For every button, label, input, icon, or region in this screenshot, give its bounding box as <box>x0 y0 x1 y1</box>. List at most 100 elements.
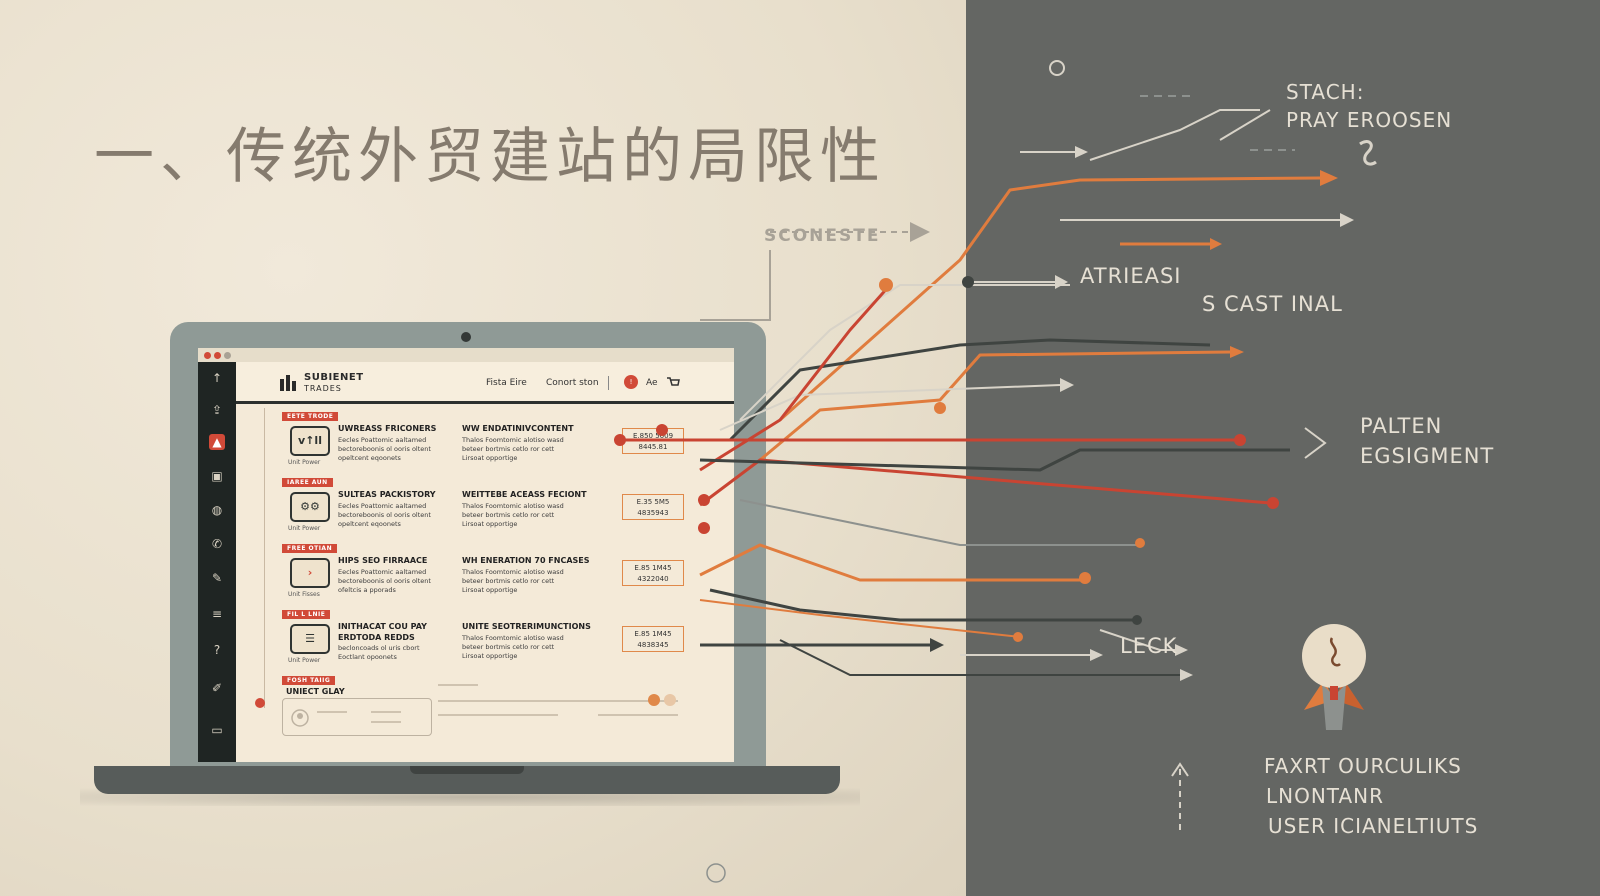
site-header: SUBIENET TRADES Fista Eire Conort ston !… <box>236 362 734 404</box>
flow-line-dark <box>728 338 1211 442</box>
row-heading-right[interactable]: WH ENERATION 70 FNCASES <box>462 556 590 565</box>
folder-icon[interactable]: ▭ <box>211 723 223 737</box>
row-text-right: beteer bortmis cetlo ror cett <box>462 445 555 453</box>
arrow-head-icon <box>1210 238 1222 250</box>
flow-line-light <box>1089 109 1260 161</box>
progress-handle[interactable] <box>648 694 660 706</box>
arrow-head-icon <box>1171 762 1189 777</box>
list-item[interactable]: FREE OTIAN › Unit Fisses HIPS SEO FIRRAA… <box>282 544 732 608</box>
value-line-1: E.85 1M45 <box>634 630 672 638</box>
list-item[interactable]: IAREE AUN ⚙⚙ Unit Power SULTEAS PACKISTO… <box>282 478 732 542</box>
list-item[interactable]: EETE TRODE v↑ll Unit Power UWREASS FRICO… <box>282 412 732 476</box>
list-item[interactable]: FOSH TAIIG UNIECT GLAY <box>282 676 732 696</box>
notification-badge[interactable]: ! <box>624 375 638 389</box>
brand-logo-icon[interactable] <box>280 375 300 391</box>
arrow-head-icon <box>1060 378 1074 392</box>
window-minimize-dot[interactable] <box>214 352 221 359</box>
row-text-left: bectoreboonis ol ooris oltent <box>338 511 431 519</box>
cart-icon[interactable] <box>666 376 680 388</box>
row-text-left: Eecles Poattomic aaltamed <box>338 502 427 510</box>
laptop-screen: ↑ ⇪ ▲ ▣ ◍ ✆ ✎ ≡ ? ✐ ▭ SUBIENET TRADES Fi… <box>198 348 734 762</box>
arrow-head-icon <box>1075 146 1088 158</box>
thumb-caption: Unit Fisses <box>288 591 320 598</box>
globe-icon[interactable]: ◍ <box>211 503 223 517</box>
flow-line-red <box>699 458 1271 507</box>
node-dot <box>1234 434 1246 446</box>
progress-track[interactable] <box>438 700 678 702</box>
label-pray-eroosen: PRAY EROOSEN <box>1286 108 1453 132</box>
row-text-left: opeltcent eqoonets <box>338 454 401 462</box>
list-icon[interactable]: ≡ <box>211 607 223 621</box>
help-icon[interactable]: ? <box>213 643 221 657</box>
swirl-icon <box>1359 140 1377 166</box>
upload-icon[interactable]: ⇪ <box>211 403 223 417</box>
book-thumbnail-icon: ☰ <box>290 624 330 654</box>
pen-icon[interactable]: ✎ <box>211 571 223 585</box>
row-heading-left-2[interactable]: ERDTODA REDDS <box>338 633 415 642</box>
node-dot <box>962 276 974 288</box>
placeholder-line <box>371 721 401 723</box>
value-line-2: 4322040 <box>637 575 669 583</box>
placeholder-line <box>598 714 678 716</box>
flow-line-orange <box>779 176 1321 422</box>
row-text-right: Lirsoat opportige <box>462 652 518 660</box>
brand-subtitle: TRADES <box>304 384 342 393</box>
node-dot <box>1132 615 1142 625</box>
flow-line-dark <box>709 588 1140 622</box>
gears-thumbnail-icon: ⚙⚙ <box>290 492 330 522</box>
wrench-icon[interactable]: ✐ <box>211 681 223 695</box>
nav-link-2[interactable]: Conort ston <box>546 378 599 388</box>
node-dot <box>698 522 710 534</box>
value-box: E.85 1M45 4838345 <box>622 626 684 652</box>
window-close-dot[interactable] <box>204 352 211 359</box>
flow-line-orange <box>759 350 1231 462</box>
row-heading-left[interactable]: UWREASS FRICONERS <box>338 424 437 433</box>
value-box: E.35 5M5 4835943 <box>622 494 684 520</box>
node-dot <box>1267 497 1279 509</box>
thumb-caption: Unit Power <box>288 657 321 664</box>
node-dot <box>1013 632 1023 642</box>
node-dot <box>1135 538 1145 548</box>
row-text-right: beteer bortmis cetlo ror cett <box>462 577 555 585</box>
row-heading-left[interactable]: HIPS SEO FIRRAACE <box>338 556 428 565</box>
nav-link-1[interactable]: Fista Eire <box>486 378 527 388</box>
row-heading-left[interactable]: INITHACAT COU PAY <box>338 622 427 631</box>
node-dot <box>1079 572 1091 584</box>
thumb-caption: Unit Power <box>288 459 321 466</box>
flow-line-light <box>1099 629 1175 651</box>
thumb-caption: Unit Power <box>288 525 321 532</box>
label-user-icianeltiuts: USER ICIANELTIUTS <box>1268 814 1479 838</box>
language-toggle[interactable]: Ae <box>646 378 658 388</box>
row-heading-right[interactable]: WW ENDATINIVCONTENT <box>462 424 574 433</box>
list-item[interactable]: FIL L LNIE ☰ Unit Power INITHACAT COU PA… <box>282 610 732 674</box>
node-dot <box>698 494 710 506</box>
award-badge-icon <box>1302 624 1366 730</box>
window-maximize-dot[interactable] <box>224 352 231 359</box>
row-text-right: beteer bortmis cetlo ror cett <box>462 643 555 651</box>
chart-icon[interactable]: ▲ <box>209 434 225 450</box>
up-arrow-icon[interactable]: ↑ <box>211 371 223 385</box>
node-dot <box>706 863 726 883</box>
label-stach: STACH: <box>1286 80 1365 104</box>
row-tag: IAREE AUN <box>282 478 333 487</box>
browser-bar <box>198 348 734 362</box>
timeline-line <box>264 408 265 708</box>
row-heading-right[interactable]: UNITE SEOTRERIMUNCTIONS <box>462 622 591 631</box>
value-line-1: E.35 5M5 <box>636 498 670 506</box>
value-line-2: 8445.81 <box>638 443 668 451</box>
placeholder-line <box>317 711 347 713</box>
footer-label[interactable]: UNIECT GLAY <box>286 687 345 696</box>
value-line-1: E.850 5609 <box>632 432 674 440</box>
row-heading-right[interactable]: WEITTEBE ACEASS FECIONT <box>462 490 587 499</box>
row-text-left: opeltcent eqoonets <box>338 520 401 528</box>
phone-icon[interactable]: ✆ <box>211 537 223 551</box>
row-text-left: bectoreboonis ol ooris oltent <box>338 445 431 453</box>
footer-card[interactable] <box>282 698 432 736</box>
value-line-2: 4835943 <box>637 509 669 517</box>
row-heading-left[interactable]: SULTEAS PACKISTORY <box>338 490 436 499</box>
brand-name[interactable]: SUBIENET <box>304 372 364 383</box>
flow-line-gray <box>739 284 1070 421</box>
image-icon[interactable]: ▣ <box>211 469 223 483</box>
row-text-right: Lirsoat opportige <box>462 520 518 528</box>
